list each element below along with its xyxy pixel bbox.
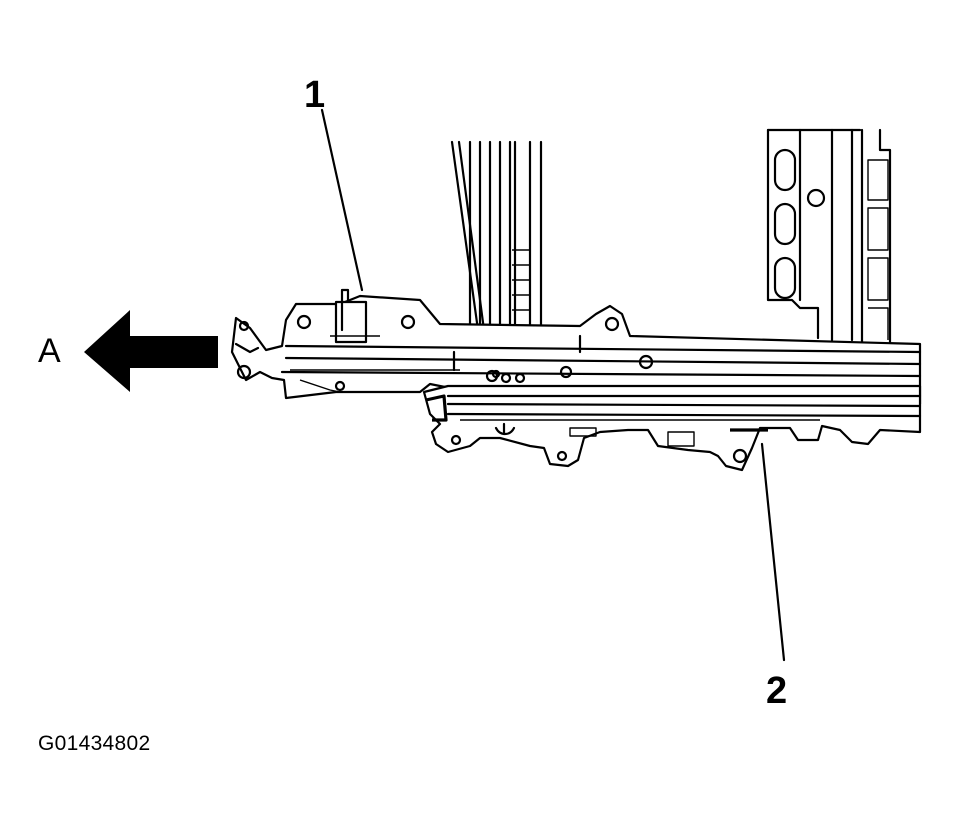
direction-label: A	[38, 332, 61, 370]
leader-line-1	[320, 108, 364, 292]
left-arrow-icon	[84, 310, 218, 392]
callout-label-2: 2	[766, 670, 788, 712]
left-upright-post	[450, 140, 543, 332]
right-upright-post	[766, 128, 892, 344]
callout-label-1: 1	[304, 74, 326, 116]
lower-seat-rail	[422, 369, 922, 472]
leader-line-2	[760, 442, 786, 662]
figure-id: G01434802	[38, 732, 151, 755]
upper-seat-rail	[230, 288, 922, 406]
